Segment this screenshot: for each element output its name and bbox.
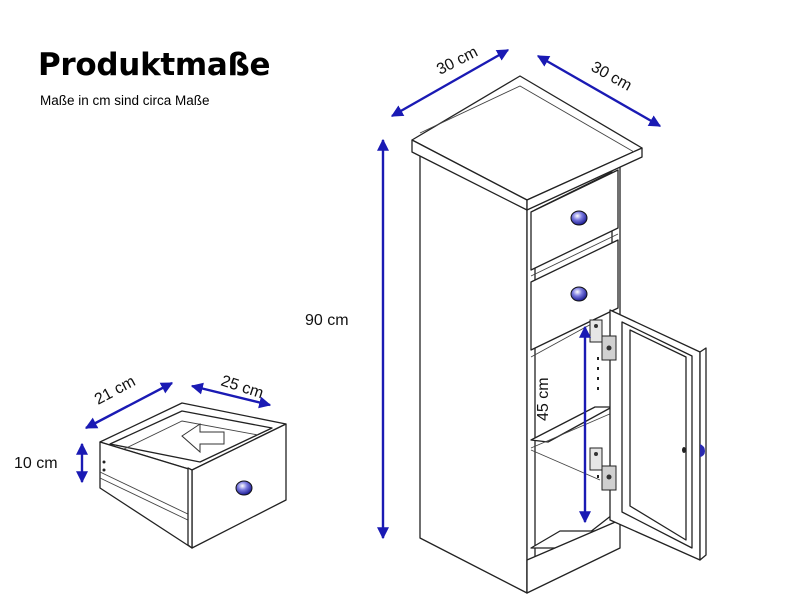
cabinet-top-bevel — [419, 85, 635, 153]
drawer-arrow-icon — [181, 423, 225, 454]
cabinet-top-edge-right — [526, 147, 643, 211]
cabinet-depth-dimension-line — [536, 54, 662, 128]
drawer-height-label: 10 cm — [14, 455, 58, 472]
drawer-illustration — [99, 402, 287, 549]
cabinet-width-label: 30 cm — [434, 44, 481, 79]
drawer-inner-back — [121, 420, 259, 451]
hinge-icon — [589, 447, 617, 491]
page-subtitle: Maße in cm sind circa Maße — [40, 93, 210, 108]
cabinet-left-side — [419, 154, 528, 594]
cabinet-door — [609, 309, 707, 561]
knob-icon — [570, 286, 588, 302]
drawer-width-dimension-line — [84, 381, 174, 430]
drawer-depth-dimension-line — [190, 382, 272, 409]
cabinet-illustration — [411, 75, 707, 594]
page-title: Produktmaße — [38, 47, 271, 83]
knob-icon — [570, 210, 588, 226]
knob-icon — [235, 480, 253, 496]
door-hole — [682, 447, 686, 453]
door-knob-icon — [700, 444, 705, 457]
cabinet-width-dimension-line — [390, 48, 510, 118]
compartment-height-label: 45 cm — [535, 377, 552, 421]
cabinet-plinth — [526, 519, 621, 594]
cabinet-height-label: 90 cm — [305, 312, 349, 329]
